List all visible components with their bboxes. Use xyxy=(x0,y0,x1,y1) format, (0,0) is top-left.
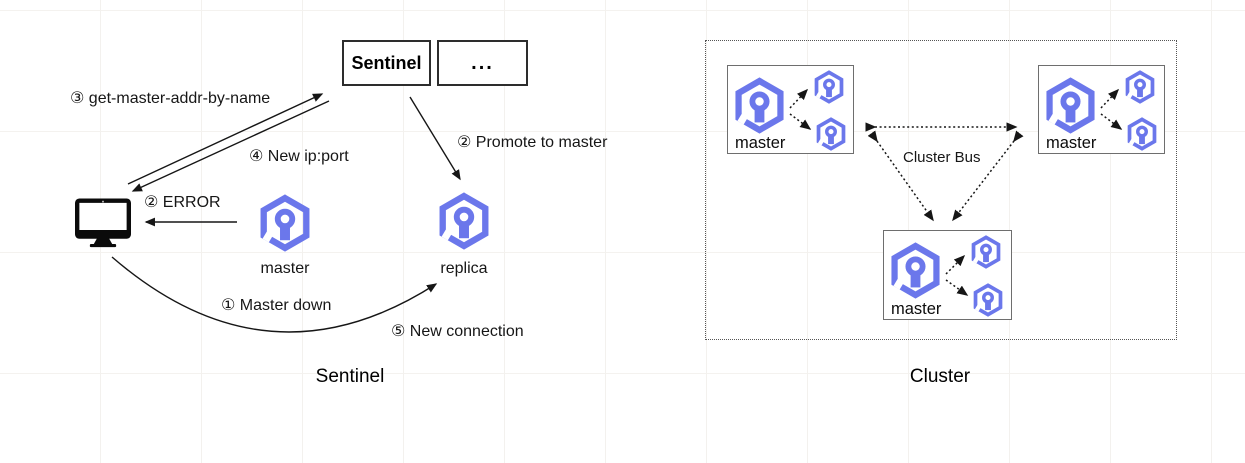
sentinel-box: Sentinel xyxy=(342,40,431,86)
cluster-node-bottom: master xyxy=(883,230,1012,320)
cluster-master-icon xyxy=(887,242,944,299)
cluster-replica-icon xyxy=(814,117,848,151)
cluster-caption: Cluster xyxy=(909,366,971,387)
label-step3-get-master-addr: ③ get-master-addr-by-name xyxy=(70,90,271,107)
master-redis-icon xyxy=(255,194,315,252)
cluster-bus-label: Cluster Bus xyxy=(903,149,981,166)
cluster-replica-icon xyxy=(971,283,1005,317)
label-step2-error: ② ERROR xyxy=(144,194,221,211)
master-label: master xyxy=(260,260,310,277)
label-step5-new-connection: ⑤ New connection xyxy=(391,323,524,340)
sentinel-caption: Sentinel xyxy=(315,366,385,387)
cluster-node-label: master xyxy=(891,300,942,318)
replica-label: replica xyxy=(440,260,488,277)
cluster-node-label: master xyxy=(735,134,786,152)
client-monitor-icon xyxy=(75,198,131,248)
cluster-node-top-right: master xyxy=(1038,65,1165,154)
label-step2-promote: ② Promote to master xyxy=(457,134,608,151)
label-step4-new-ip-port: ④ New ip:port xyxy=(249,148,349,165)
replica-redis-icon xyxy=(435,192,493,250)
cluster-replica-icon xyxy=(812,70,846,104)
more-sentinels-label: ... xyxy=(471,51,494,74)
cluster-replica-icon xyxy=(969,235,1003,269)
cluster-master-icon xyxy=(731,77,788,134)
cluster-boundary-box xyxy=(705,40,1177,340)
label-step1-master-down: ① Master down xyxy=(221,297,332,314)
cluster-node-top-left: master xyxy=(727,65,854,154)
cluster-node-label: master xyxy=(1046,134,1097,152)
arrow-new-ip-port xyxy=(131,100,330,192)
cluster-master-icon xyxy=(1042,77,1099,134)
cluster-replica-icon xyxy=(1125,117,1159,151)
more-sentinels-box: ... xyxy=(437,40,528,86)
cluster-replica-icon xyxy=(1123,70,1157,104)
sentinel-box-label: Sentinel xyxy=(351,52,422,73)
arrow-promote xyxy=(409,96,461,181)
